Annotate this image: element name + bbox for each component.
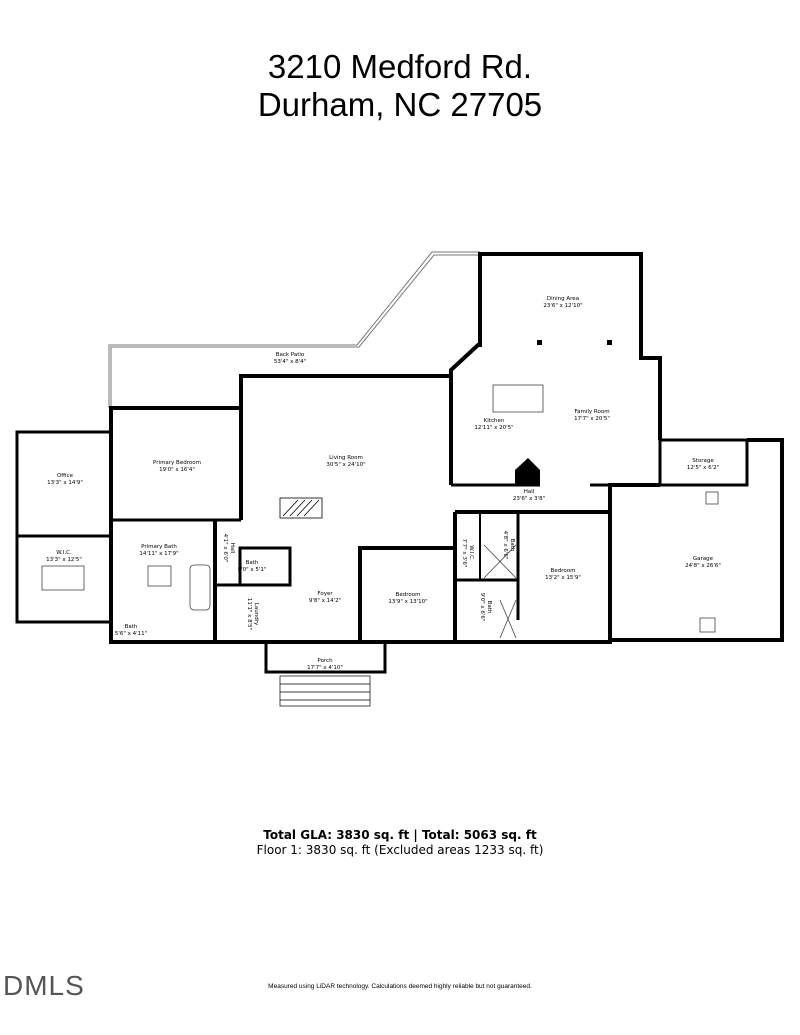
disclaimer: Measured using LiDAR technology. Calcula… [268, 983, 532, 990]
total-area: Total GLA: 3830 sq. ft | Total: 5063 sq.… [263, 828, 537, 842]
floor-area: Floor 1: 3830 sq. ft (Excluded areas 123… [256, 843, 544, 857]
room-wic-small: W.I.C.7'7" x 3'6" [461, 538, 474, 568]
address-line-1: 3210 Medford Rd. [267, 48, 533, 85]
address-line-2: Durham, NC 27705 [257, 86, 543, 123]
dmls-logo: DMLS [3, 970, 85, 1001]
room-wic-primary: W.I.C.13'3" x 12'5" [46, 550, 82, 563]
